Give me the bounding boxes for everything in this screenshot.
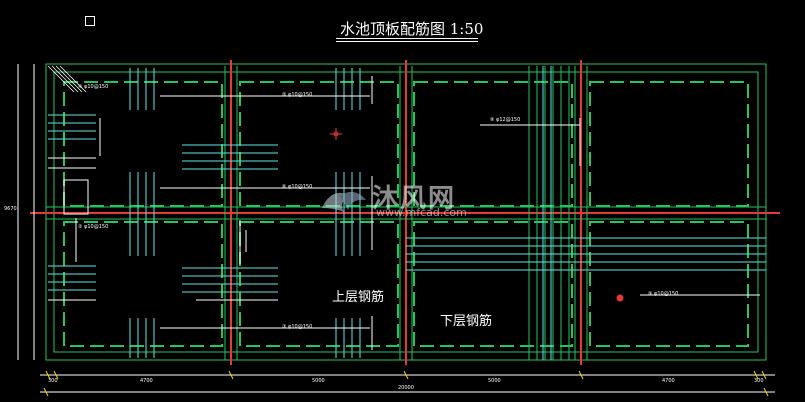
watermark-logo	[322, 191, 366, 212]
dim-bottom-6: 300	[754, 378, 764, 384]
title-underline	[336, 38, 478, 39]
dim-bottom-2: 4700	[140, 378, 153, 384]
rebar-note: ③ φ10@150	[282, 324, 313, 330]
rebar-note: ⑤ φ10@150	[282, 92, 313, 98]
beam-rebars-h	[46, 206, 766, 220]
slab-panels	[63, 81, 749, 347]
dim-total: 20000	[398, 385, 414, 391]
watermark-url: www.mfcad.com	[376, 206, 467, 219]
upper-rebar-label: 上层钢筋	[332, 290, 385, 305]
rebar-white	[48, 76, 760, 350]
beam-rebars-v	[224, 66, 588, 360]
lower-rebar-label: 下层钢筋	[440, 314, 493, 329]
rebar-note: ⑨ φ10@150	[648, 291, 679, 297]
dim-left-total: 9670	[4, 206, 17, 212]
dim-bottom-1: 300	[48, 378, 58, 384]
dim-bottom-3: 5000	[312, 378, 325, 384]
rebar-note: ⑥ φ10@150	[282, 184, 313, 190]
rebar-cyan	[48, 66, 766, 360]
corner-hatch	[47, 65, 87, 93]
rebar-note: ⑧ φ12@150	[490, 117, 521, 123]
ucs-marker	[85, 16, 95, 26]
dimension-lines	[17, 64, 775, 393]
rebar-note: ② φ10@150	[78, 224, 109, 230]
watermark-brand: 沐风网	[372, 184, 457, 214]
rebar-note: ④ φ10@150	[78, 84, 109, 90]
dim-bottom-5: 4700	[662, 378, 675, 384]
dimension-ticks	[43, 370, 769, 397]
red-markers	[330, 128, 624, 302]
drawing-title: 水池顶板配筋图 1:50	[340, 20, 484, 38]
dim-bottom-4: 5000	[488, 378, 501, 384]
title-underline-double	[336, 41, 478, 42]
axis-lines	[30, 60, 780, 365]
